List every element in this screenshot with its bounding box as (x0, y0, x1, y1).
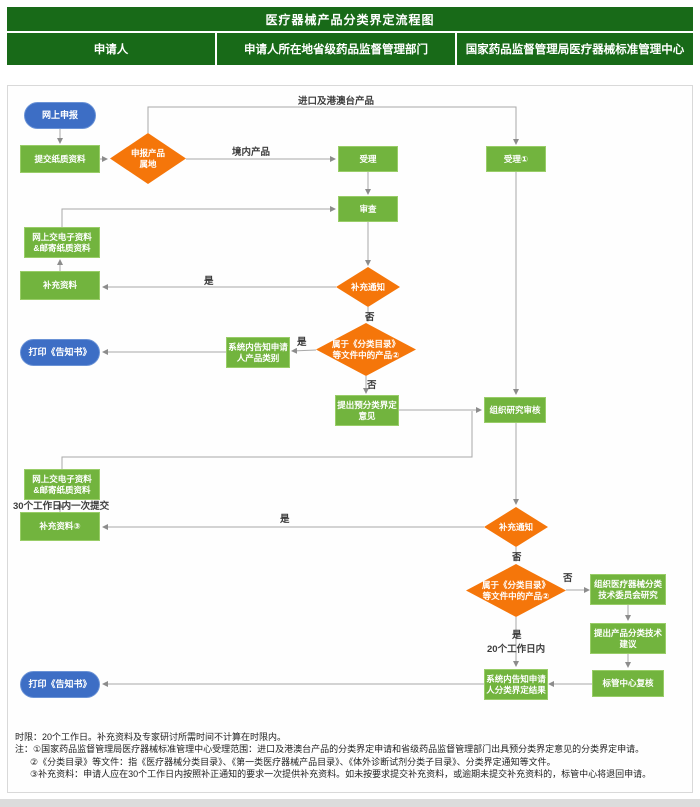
node-pre-classification-opinion: 提出预分类界定 意见 (335, 395, 399, 426)
note-1-acceptance-scope: 注：①国家药品监督管理局医疗器械标准管理中心受理范围：进口及港澳台产品的分类界定… (15, 744, 645, 755)
page-title: 医疗器械产品分类界定流程图 (7, 7, 693, 31)
node-supplement-materials-2: 补充资料③ (20, 512, 100, 541)
node-print-notification-2: 打印《告知书》 (20, 671, 100, 698)
node-propose-classification-advice: 提出产品分类技术 建议 (590, 623, 666, 654)
column-header-national-center: 国家药品监督管理局医疗器械标准管理中心 (457, 33, 693, 65)
note-2-catalog-documents: ②《分类目录》等文件：指《医疗器械分类目录》、《第一类医疗器械产品目录》、《体外… (30, 756, 556, 767)
edge-label-no-2: 否 (367, 380, 377, 391)
node-provincial-acceptance: 受理 (338, 146, 398, 172)
edge-label-yes-1: 是 (204, 276, 214, 287)
edge-label-no-3: 否 (512, 552, 522, 563)
node-online-application: 网上申报 (24, 102, 96, 129)
decision-product-territory: 申报产品 属地 (110, 133, 186, 184)
node-center-acceptance: 受理① (486, 146, 546, 172)
decision-supplement-notice-1: 补充通知 (336, 267, 400, 307)
edge-label-yes-4: 是 (512, 630, 522, 641)
edge-label-within-20-days: 20个工作日内 (487, 644, 546, 655)
horizontal-scrollbar[interactable] (0, 799, 700, 807)
edge-label-no-1: 否 (365, 312, 375, 323)
node-system-notify-classification-result: 系统内告知申请 人分类界定结果 (484, 669, 548, 700)
footnotes: 时限：20个工作日。补充资料及专家研讨所需时间不计算在时限内。 注：①国家药品监… (15, 732, 687, 781)
decision-in-catalog-1: 属于《分类目录》 等文件中的产品② (316, 323, 416, 376)
flowchart-canvas (7, 85, 693, 793)
decision-label: 属于《分类目录》 等文件中的产品② (481, 579, 550, 601)
decision-supplement-notice-2: 补充通知 (484, 507, 548, 547)
note-time-limit: 时限：20个工作日。补充资料及专家研讨所需时间不计算在时限内。 (15, 732, 287, 742)
decision-label: 补充通知 (498, 521, 533, 532)
decision-in-catalog-2: 属于《分类目录》 等文件中的产品② (466, 564, 566, 617)
edge-label-no-4: 否 (563, 573, 573, 584)
node-print-notification-1: 打印《告知书》 (20, 339, 100, 366)
edge-label-yes-3: 是 (280, 514, 290, 525)
node-supplement-materials-1: 补充资料 (20, 271, 100, 300)
node-organize-research-review: 组织研究审核 (484, 397, 546, 423)
edge-label-domestic-products: 境内产品 (232, 147, 271, 158)
swimlane-header-row: 申请人 申请人所在地省级药品监督管理部门 国家药品监督管理局医疗器械标准管理中心 (7, 33, 693, 65)
decision-label: 申报产品 属地 (130, 147, 165, 169)
column-header-applicant: 申请人 (7, 33, 215, 65)
node-organize-classification-committee: 组织医疗器械分类 技术委员会研究 (590, 574, 666, 605)
edge-label-import-products: 进口及港澳台产品 (298, 96, 375, 107)
node-submit-electronic-and-mail-paper-2: 网上交电子资料 &邮寄纸质资料 (24, 469, 100, 500)
edge-label-within-30-days: 30个工作日内一次提交 (13, 501, 110, 512)
column-header-provincial-authority: 申请人所在地省级药品监督管理部门 (217, 33, 455, 65)
note-3-supplement-materials: ③补充资料：申请人应在30个工作日内按照补正通知的要求一次提供补充资料。如未按要… (30, 768, 652, 779)
edge-label-yes-2: 是 (297, 337, 307, 348)
node-review: 审查 (338, 196, 398, 222)
decision-label: 补充通知 (350, 281, 385, 292)
decision-label: 属于《分类目录》 等文件中的产品② (331, 338, 400, 360)
node-submit-electronic-and-mail-paper-1: 网上交电子资料 &邮寄纸质资料 (24, 227, 100, 258)
node-submit-paper-materials: 提交纸质资料 (20, 145, 100, 173)
node-center-recheck: 标管中心复核 (592, 670, 664, 697)
node-system-notify-product-category: 系统内告知申请 人产品类别 (226, 337, 290, 368)
